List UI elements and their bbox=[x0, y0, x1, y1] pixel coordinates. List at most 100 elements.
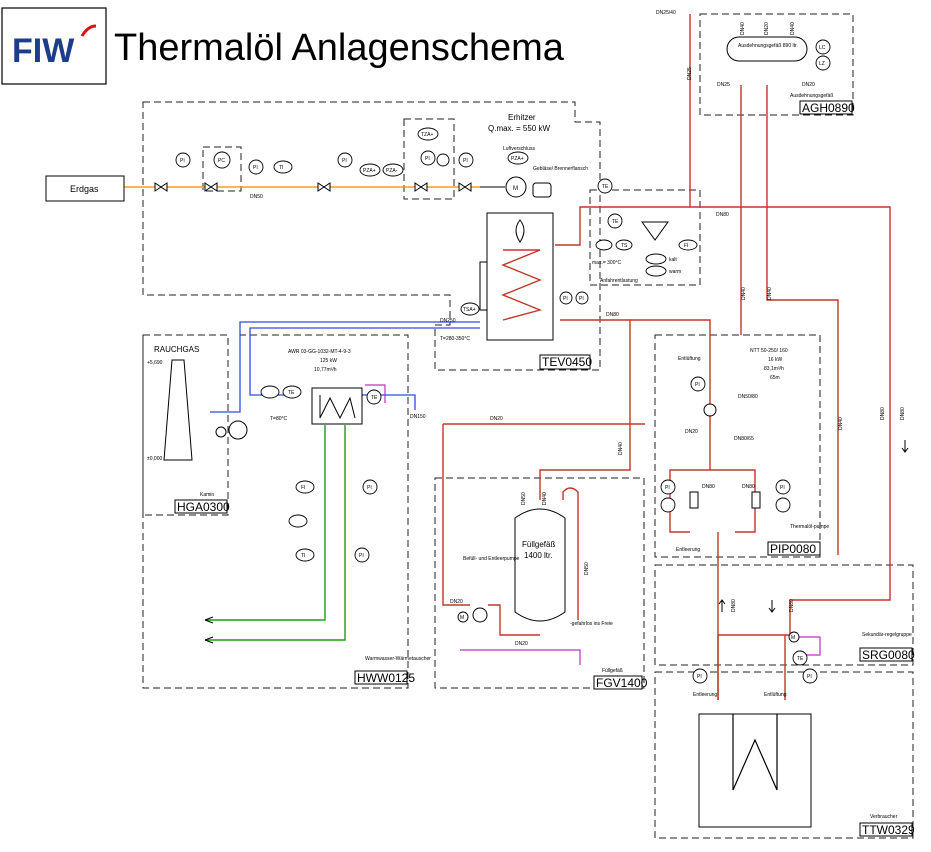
line-dn50-fill: DN50 bbox=[584, 562, 590, 575]
line-dn25: DN25 bbox=[687, 67, 693, 80]
consumer-drain: Entleerung bbox=[693, 692, 717, 698]
expansion-dn25-40: DN25/40 bbox=[656, 10, 676, 16]
heater-pza-plus-label: PZA+ bbox=[511, 156, 524, 162]
expansion-dn20: DN20 bbox=[802, 82, 815, 88]
secondary-loop bbox=[718, 555, 891, 636]
fill-safe-outlet: -gefahrlos ins Freie bbox=[570, 621, 613, 627]
safety-box bbox=[403, 118, 455, 200]
gas-valve-2-icon bbox=[204, 182, 218, 192]
fill-pump-label: Befüll- und Entleerpumpe bbox=[463, 556, 520, 562]
hww-ti bbox=[295, 548, 315, 562]
pumps-drain: Entleerung bbox=[676, 547, 700, 553]
chimney: RAUCHGAS +5,690 ±0,000 Kamin HGA0300 bbox=[147, 345, 248, 514]
gas-pc bbox=[213, 151, 231, 169]
heater-outlet-dn80 bbox=[555, 206, 891, 555]
heater-tag: TEV0450 bbox=[542, 355, 592, 369]
heater-burner-fan: Gebläse/ Brennerflansch bbox=[533, 166, 588, 172]
heater-name: Erhitzer bbox=[508, 113, 536, 122]
gas-valve-5-icon bbox=[458, 182, 472, 192]
consumer-pi-2-label: PI bbox=[807, 674, 812, 680]
gas-dn50-label: DN50 bbox=[250, 194, 263, 200]
gas-pza-plus-label: PZA+ bbox=[363, 168, 376, 174]
heater-pi-label: PI bbox=[563, 296, 568, 302]
gas-valve-4-icon bbox=[414, 182, 428, 192]
heater-pi-2-label: PI bbox=[579, 296, 584, 302]
secondary-motor bbox=[788, 631, 800, 643]
hww-power: 125 kW bbox=[320, 358, 337, 364]
heater-temp-range: T=280-350°C bbox=[440, 336, 470, 342]
line-dn40-exp-1: DN40 bbox=[740, 22, 746, 35]
gas-source-label: Erdgas bbox=[70, 184, 99, 194]
relief-fi bbox=[678, 239, 698, 251]
relief-tsa bbox=[595, 239, 613, 251]
hww-te bbox=[282, 385, 302, 399]
dn20-fill-down bbox=[442, 424, 470, 606]
expansion-lc-label: LC bbox=[819, 45, 826, 51]
secondary-tag: SRG0080 bbox=[862, 648, 915, 662]
heater-pi bbox=[559, 291, 573, 305]
expansion-lz bbox=[815, 55, 831, 71]
expansion-vessel-label: Ausdehnungsgefäß 890 ltr. bbox=[738, 43, 798, 49]
fill-tag: FGV1400 bbox=[596, 676, 648, 690]
pumps-flow: 83,1m³/h bbox=[764, 366, 784, 372]
hww: AWR 03-GG-1032-MT-4-9-3 125 kW 10,77m³/h… bbox=[260, 349, 431, 685]
pumps-pi-1 bbox=[690, 376, 706, 392]
hww-tag: HWW0125 bbox=[357, 671, 415, 685]
relief-label: Anfahrentlastung bbox=[600, 278, 638, 284]
consumer-tag-box bbox=[859, 822, 913, 837]
pumps-dn20: DN20 bbox=[685, 429, 698, 435]
burner-motor bbox=[505, 176, 527, 198]
gas-pza-minus bbox=[382, 163, 404, 177]
line-dn40-b: DN40 bbox=[767, 287, 773, 300]
pumps-caption: Thermalöl-pumpe bbox=[790, 524, 829, 530]
consumer-caption: Verbraucher bbox=[870, 814, 898, 820]
expansion-lc bbox=[815, 39, 831, 55]
flue-fan-icon bbox=[228, 420, 248, 440]
unit-boundaries bbox=[142, 13, 914, 839]
secondary-control bbox=[795, 636, 821, 656]
pump-motor-icon bbox=[703, 403, 717, 417]
hww-fi-label: FI bbox=[301, 485, 305, 491]
chimney-tag: HGA0300 bbox=[177, 500, 230, 514]
gas-pi-6-label: PI bbox=[463, 158, 468, 164]
relief-max-temp: max.= 300°C bbox=[592, 260, 621, 266]
line-dn50-top: DN50 bbox=[521, 492, 527, 505]
fill-pump-icon bbox=[472, 607, 488, 623]
secondary-caption: Sekundär-regelgruppe bbox=[862, 632, 912, 638]
consumer-pi-1 bbox=[692, 668, 708, 684]
heater-tag-box bbox=[539, 354, 591, 370]
hww-fi bbox=[295, 480, 315, 494]
hww-pi-2 bbox=[354, 547, 370, 563]
relief-ts bbox=[615, 239, 633, 251]
logo-box bbox=[1, 7, 107, 85]
gas-pi-6 bbox=[458, 152, 474, 168]
chimney-stack bbox=[163, 359, 193, 461]
pumps: NTT 50-250/ 160 16 kW 83,1m³/h 65m Entlü… bbox=[660, 348, 829, 556]
relief-mix-valve-icon bbox=[641, 221, 669, 241]
pumps-pi-3 bbox=[660, 497, 676, 513]
gas-pi-2 bbox=[248, 159, 264, 175]
hww-tag-box bbox=[354, 670, 408, 685]
secondary: M TE Sekundär-regelgruppe SRG0080 bbox=[788, 631, 915, 666]
chimney-label: RAUCHGAS bbox=[154, 345, 199, 354]
water-arrows-icon bbox=[204, 616, 214, 644]
return-dn80-fill bbox=[539, 319, 631, 478]
hww-tsa-2 bbox=[288, 514, 308, 528]
flue-to-chimney bbox=[228, 321, 480, 413]
flow-arrow-2-icon bbox=[718, 599, 726, 612]
line-dn40-exp-2: DN40 bbox=[790, 22, 796, 35]
hww-dn150: DN150 bbox=[410, 414, 426, 420]
gas-pi-2-label: PI bbox=[253, 165, 258, 171]
pump-right-branch bbox=[710, 469, 756, 533]
secondary-te bbox=[792, 650, 808, 666]
chimney-boundary bbox=[142, 334, 229, 516]
heater-dn80-return: DN80 bbox=[606, 312, 619, 318]
heater-dn80-out: DN80 bbox=[716, 212, 729, 218]
relief-warm bbox=[645, 265, 667, 277]
expansion-dn25: DN25 bbox=[717, 82, 730, 88]
pumps-power: 16 kW bbox=[768, 357, 782, 363]
gas-tza bbox=[417, 127, 439, 141]
gas-pi-3-label: PI bbox=[342, 158, 347, 164]
expansion-line-dn40b bbox=[766, 85, 839, 555]
